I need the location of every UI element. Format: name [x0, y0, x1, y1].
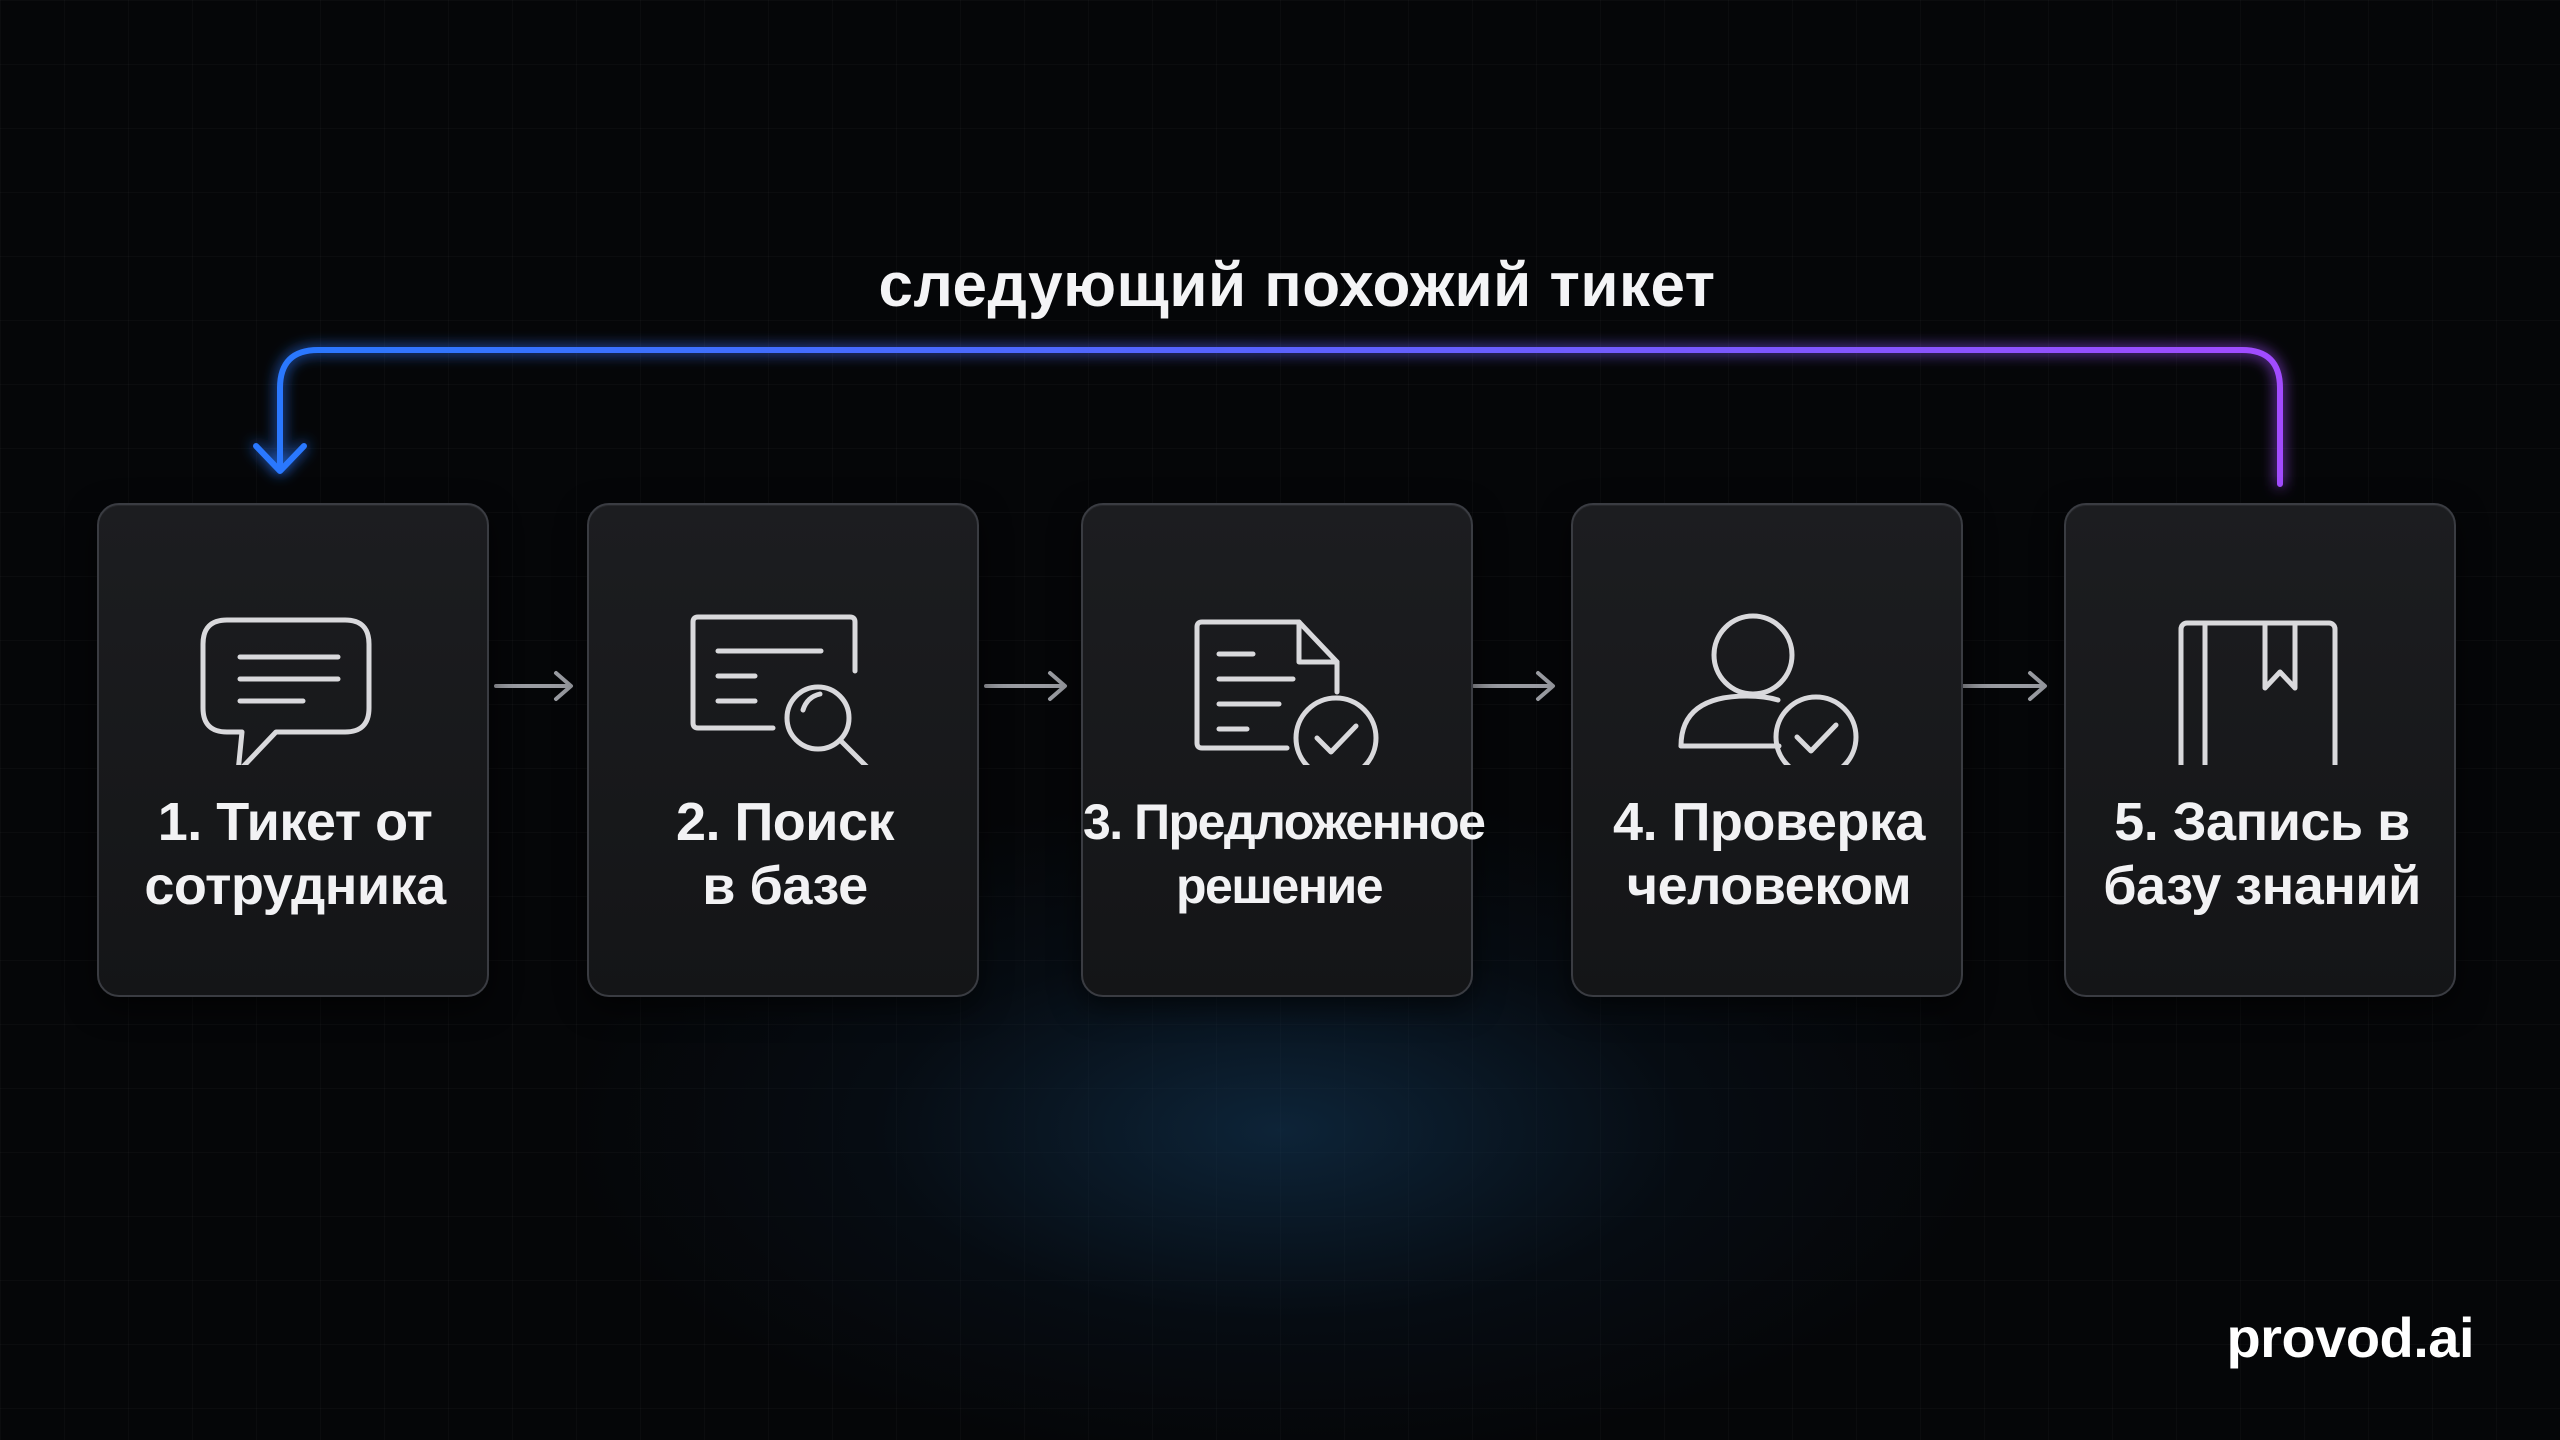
step-arrow-4-5: [1960, 671, 2047, 701]
step-arrow-3-4: [1472, 671, 1555, 701]
step-card-4: 4. Проверка человеком: [1571, 503, 1963, 997]
user-check-icon: [1678, 613, 1859, 765]
step-card-5: 5. Запись в базу знаний: [2064, 503, 2456, 997]
brand-logo: provod.ai: [2226, 1306, 2474, 1369]
step-title-2: 2. Поиск в базе: [675, 792, 895, 916]
step-card-3: 3. Предложенное решение: [1081, 503, 1486, 997]
step-card-1: 1. Тикет от сотрудника: [97, 503, 489, 997]
step-arrow-2-3: [984, 671, 1067, 701]
step-title-3: 3. Предложенное решение: [1083, 794, 1486, 914]
document-check-icon: [1194, 619, 1379, 765]
step-title-1: 1. Тикет от сотрудника: [144, 792, 446, 916]
step-arrow-1-2: [494, 671, 573, 701]
document-search-icon: [690, 614, 869, 765]
chat-bubble-icon: [200, 617, 372, 765]
bookmark-book-icon: [2178, 620, 2338, 765]
loop-label: следующий похожий тикет: [878, 251, 1716, 320]
feedback-loop-arrow: [253, 347, 2283, 487]
step-card-2: 2. Поиск в базе: [587, 503, 979, 997]
step-title-5: 5. Запись в базу знаний: [2103, 792, 2421, 916]
step-title-4: 4. Проверка человеком: [1613, 792, 1925, 916]
